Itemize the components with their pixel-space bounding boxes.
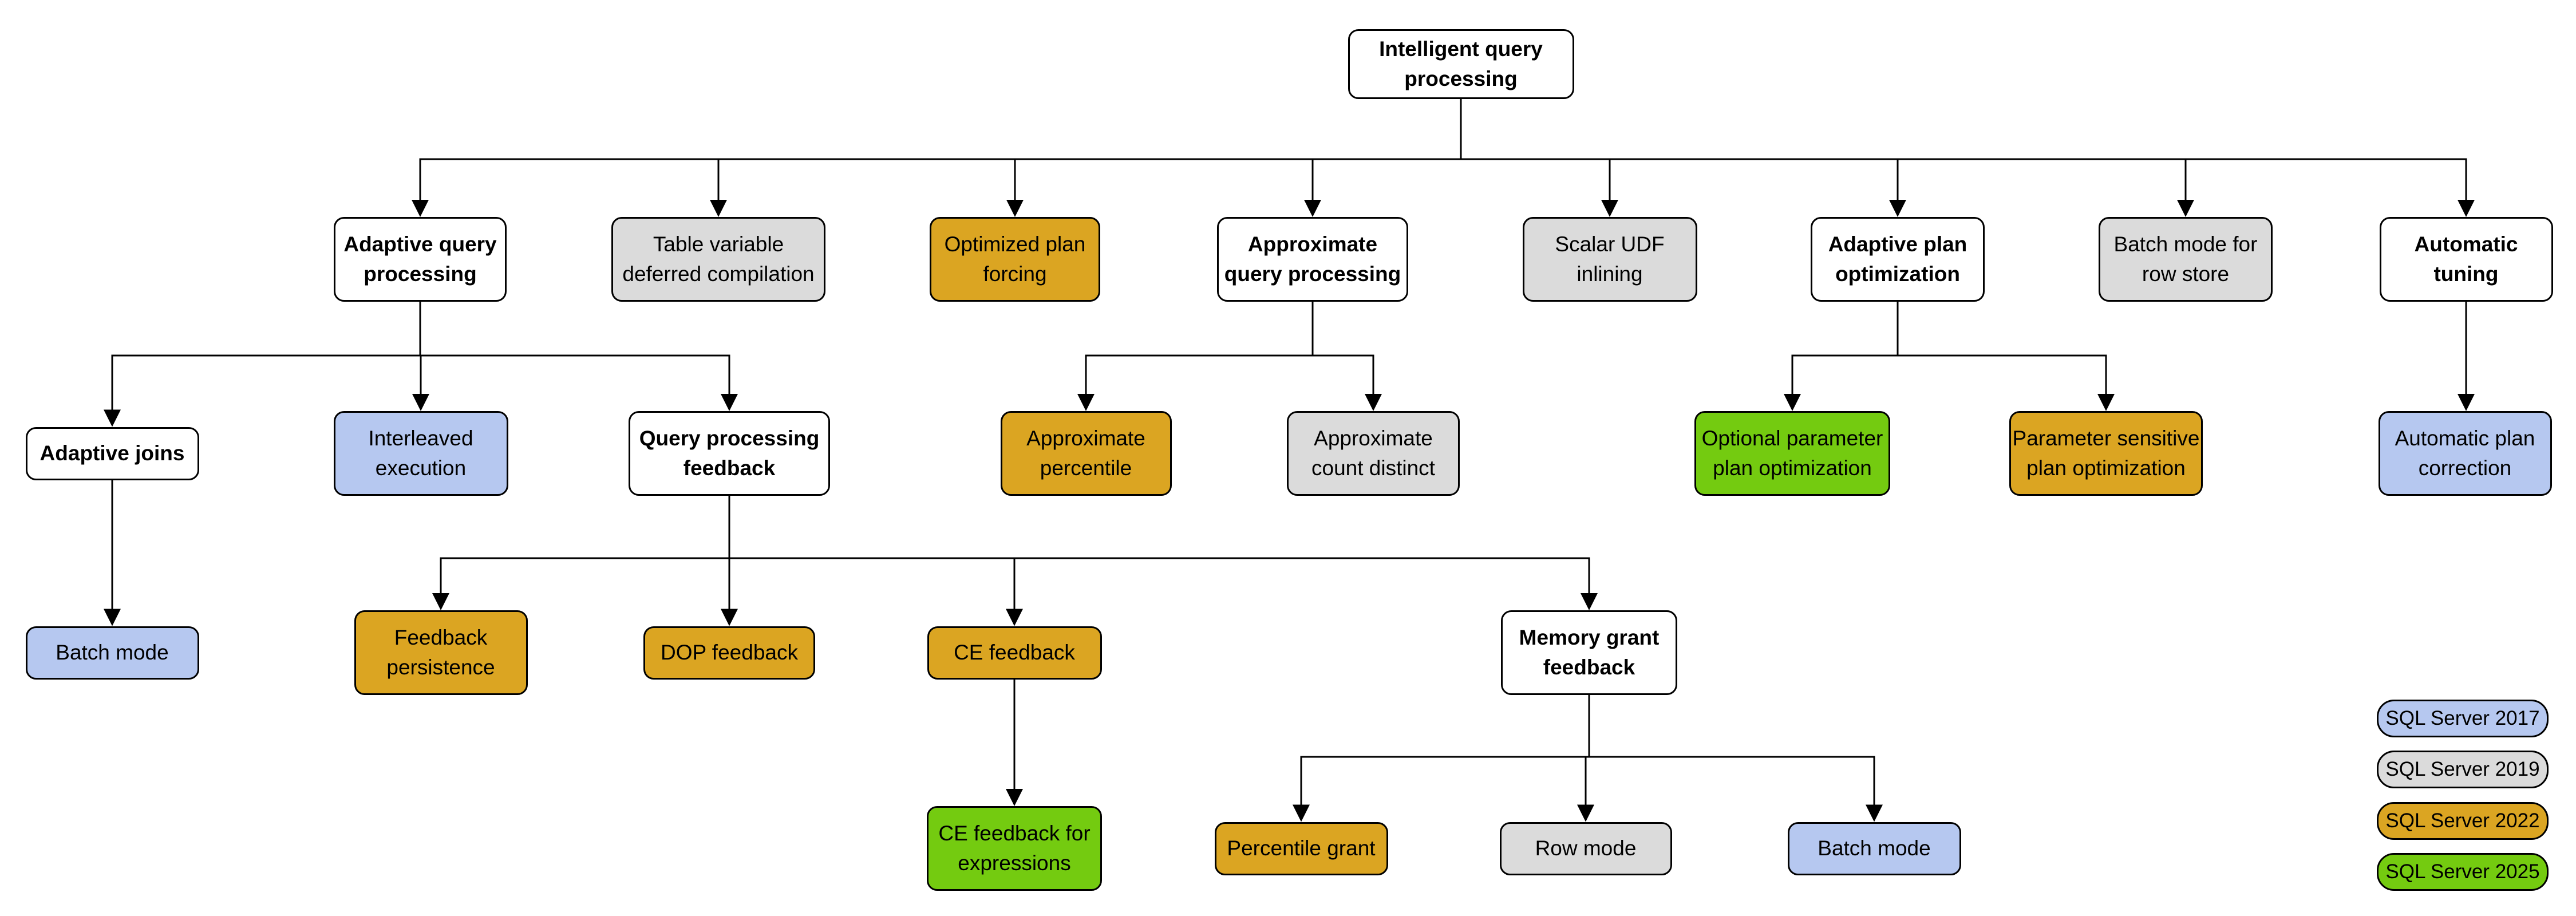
node-label: persistence [386,656,495,679]
node-interleaved-execution: Interleaved execution [333,411,508,496]
node-automatic-plan-correction: Automatic plan correction [2378,411,2552,496]
node-label: Scalar UDF [1555,232,1665,256]
node-label: Adaptive plan [1828,232,1967,256]
node-label: Optional parameter [1701,427,1883,451]
node-label: execution [375,456,467,480]
node-intelligent-query-processing: Intelligent query processing [1348,29,1574,99]
node-label: Table variable [653,232,784,256]
node-parameter-sensitive-plan-optimization: Parameter sensitive plan optimization [2009,411,2203,496]
legend-sql-server-2022: SQL Server 2022 [2377,802,2549,840]
node-label: feedback [1543,656,1635,679]
node-batch-mode-adaptive-joins: Batch mode [25,626,199,680]
node-label: row store [2142,262,2230,286]
node-label: Optimized plan [944,232,1086,256]
node-label: Approximate [1026,427,1145,451]
node-label: processing [364,262,477,286]
node-scalar-udf-inlining: Scalar UDF inlining [1522,217,1697,302]
node-automatic-tuning: Automatic tuning [2379,217,2553,302]
node-label: Feedback [394,626,488,650]
node-label: Automatic [2414,232,2518,256]
node-label: Intelligent query [1379,37,1543,61]
node-row-mode: Row mode [1499,822,1672,875]
node-ce-feedback: CE feedback [927,626,1102,680]
node-label: query processing [1224,262,1401,286]
node-approximate-count-distinct: Approximate count distinct [1287,411,1460,496]
node-label: expressions [958,851,1071,875]
node-batch-mode-for-row-store: Batch mode for row store [2099,217,2273,302]
node-label: plan optimization [2026,456,2186,480]
node-label: Query processing [639,427,820,451]
node-optimized-plan-forcing: Optimized plan forcing [930,217,1100,302]
node-label: Batch mode [1818,836,1931,860]
node-label: correction [2418,456,2512,480]
node-adaptive-query-processing: Adaptive query processing [334,217,507,302]
node-label: CE feedback for [938,822,1091,846]
node-label: Memory grant [1519,626,1660,650]
node-label: Adaptive joins [39,441,185,465]
node-label: Row mode [1535,836,1637,860]
legend-sql-server-2017: SQL Server 2017 [2377,700,2549,737]
node-label: Batch mode [56,641,169,665]
node-adaptive-joins: Adaptive joins [25,427,199,480]
node-label: Automatic plan [2395,427,2535,451]
node-adaptive-plan-optimization: Adaptive plan optimization [1811,217,1985,302]
node-table-variable-deferred-compilation: Table variable deferred compilation [611,217,825,302]
node-label: percentile [1040,456,1132,480]
node-dop-feedback: DOP feedback [643,626,815,680]
node-label: forcing [983,262,1047,286]
node-label: Adaptive query [343,232,497,256]
node-label: plan optimization [1713,456,1872,480]
node-approximate-percentile: Approximate percentile [1000,411,1172,496]
node-memory-grant-feedback: Memory grant feedback [1501,610,1677,695]
node-label: count distinct [1311,456,1435,480]
legend-sql-server-2025: SQL Server 2025 [2377,853,2549,891]
node-label: deferred compilation [622,262,815,286]
node-label: processing [1404,67,1518,90]
node-label: Approximate [1247,232,1378,256]
node-label: feedback [683,456,776,480]
node-label: Approximate [1314,427,1433,451]
node-label: Interleaved [368,427,473,451]
node-feedback-persistence: Feedback persistence [354,610,528,695]
node-label: DOP feedback [661,641,798,665]
node-label: Batch mode for [2113,232,2258,256]
node-label: optimization [1835,262,1960,286]
node-query-processing-feedback: Query processing feedback [629,411,830,496]
node-optional-parameter-plan-optimization: Optional parameter plan optimization [1694,411,1890,496]
node-label: inlining [1577,262,1643,286]
node-label: tuning [2433,262,2499,286]
legend-sql-server-2019: SQL Server 2019 [2377,751,2549,788]
node-batch-mode-memory-grant: Batch mode [1787,822,1961,875]
node-label: CE feedback [954,641,1075,665]
node-approximate-query-processing: Approximate query processing [1217,217,1408,302]
node-percentile-grant: Percentile grant [1214,822,1388,875]
node-ce-feedback-for-expressions: CE feedback for expressions [927,806,1102,891]
node-label: Percentile grant [1227,836,1376,860]
node-label: Parameter sensitive [2012,427,2200,451]
